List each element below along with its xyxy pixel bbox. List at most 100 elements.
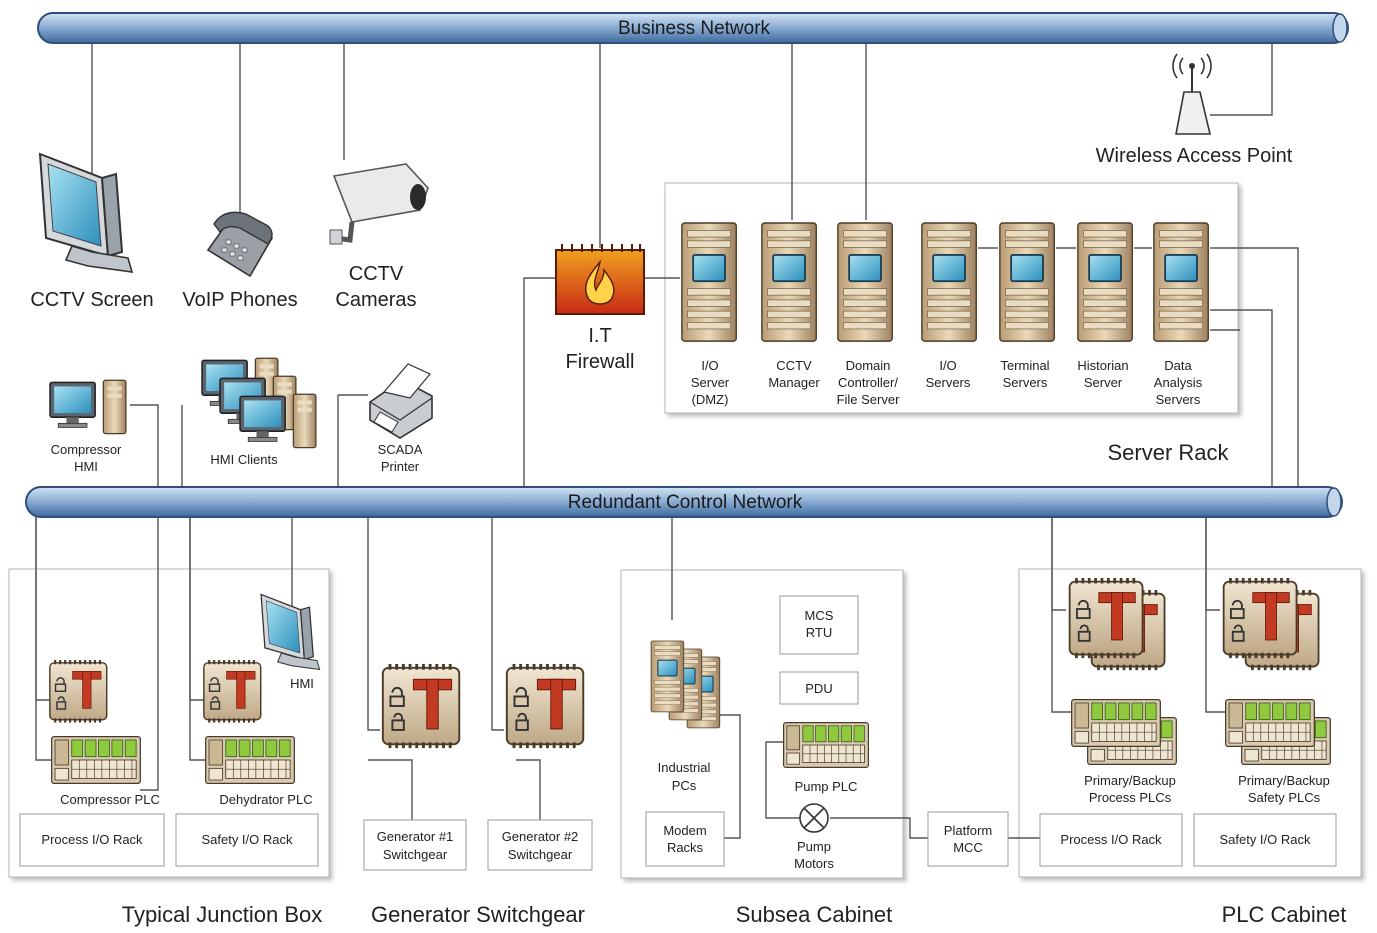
cctv-cameras-label-line1: CCTV (349, 263, 404, 285)
plc-process-io-label: Process I/O Rack (1060, 832, 1162, 847)
compressor-hmi-label-line2: HMI (74, 459, 98, 474)
plc-cabinet-title: PLC Cabinet (1222, 902, 1347, 927)
platform-mcc: Platform MCC (927, 811, 1009, 867)
modem-racks-label-line2: Racks (667, 840, 704, 855)
mcs-rtu-label-line2: RTU (806, 625, 832, 640)
wireless-access-point-label: Wireless Access Point (1096, 145, 1293, 167)
safety-plcs-label-line1: Primary/Backup (1238, 773, 1330, 788)
server-3-label-line3: File Server (837, 392, 901, 407)
server-3-label-line2: Controller/ (838, 375, 898, 390)
mcs-rtu-box (779, 595, 859, 655)
hmi-clients-label: HMI Clients (210, 452, 278, 467)
modem-racks-box (645, 811, 725, 867)
server-7-label-line2: Analysis (1154, 375, 1203, 390)
process-plcs-label-line2: Process PLCs (1089, 790, 1172, 805)
server-1-label-line1: I/O (701, 358, 718, 373)
server-tower-icon (998, 221, 1056, 343)
voip-phones-label: VoIP Phones (182, 289, 297, 311)
generator-1-label-line1: Generator #1 (377, 829, 454, 844)
safety-controller-pair-icon (1222, 578, 1320, 672)
server-tower-icon (836, 221, 894, 343)
antenna-icon (1172, 53, 1212, 135)
firewall-icon (555, 244, 645, 315)
scada-printer: SCADA Printer (369, 363, 433, 474)
industrial-pcs-label-line2: PCs (672, 778, 697, 793)
server-tower-icon (920, 221, 978, 343)
server-2-label-line1: CCTV (776, 358, 812, 373)
subsea-cabinet-title: Subsea Cabinet (736, 902, 893, 927)
pump-plc-rack-icon (782, 721, 870, 769)
generator-2-label-line2: Switchgear (508, 847, 573, 862)
pump-motors-label-line1: Pump (797, 839, 831, 854)
server-6-label-line2: Server (1084, 375, 1123, 390)
server-5-label-line2: Servers (1003, 375, 1048, 390)
plc-safety-io-rack-box (1193, 813, 1337, 867)
server-6-label-line1: Historian (1077, 358, 1128, 373)
junction-safety-io-label: Safety I/O Rack (201, 832, 293, 847)
server-tower-icon (680, 221, 738, 343)
control-network-label: Redundant Control Network (568, 492, 803, 513)
mcs-rtu-label-line1: MCS (805, 608, 834, 623)
safety-io-rack-box (175, 813, 319, 867)
server-tower-icon (1152, 221, 1210, 343)
generator-1-label-line2: Switchgear (383, 847, 448, 862)
junction-hmi-label: HMI (290, 676, 314, 691)
generator-switchgear-title: Generator Switchgear (371, 902, 585, 927)
process-io-rack-box (19, 813, 165, 867)
firewall-label-line1: I.T (588, 325, 611, 347)
process-plcs-label-line1: Primary/Backup (1084, 773, 1176, 788)
dehydrator-controller-icon (203, 660, 262, 724)
desktop-pc-group-icon (201, 357, 317, 449)
wireless-access-point: Wireless Access Point (1096, 53, 1293, 167)
business-network-bus: Business Network (37, 12, 1349, 44)
generator-switchgear: Generator #1 Switchgear Generator #2 Swi… (363, 664, 593, 871)
redundant-control-network-bus: Redundant Control Network (25, 486, 1343, 518)
compressor-hmi-label-line1: Compressor (51, 442, 122, 457)
generator-2-controller-icon (505, 664, 585, 750)
modem-racks-label-line1: Modem (663, 823, 706, 838)
process-controller-pair-icon (1068, 578, 1166, 672)
server-3-label-line1: Domain (846, 358, 891, 373)
server-rack-title: Server Rack (1107, 440, 1229, 465)
pdu-label: PDU (805, 681, 832, 696)
plc-cabinet: Primary/Backup Process PLCs Primary/Back… (1039, 578, 1337, 867)
compressor-hmi: Compressor HMI (49, 379, 127, 474)
server-tower-icon (760, 221, 818, 343)
plc-process-io-rack-box (1039, 813, 1183, 867)
generator-1-box (363, 819, 467, 871)
pdu-box (779, 671, 859, 705)
junction-process-io-label: Process I/O Rack (41, 832, 143, 847)
scada-printer-label-line1: SCADA (378, 442, 423, 457)
server-2: CCTV Manager (760, 221, 820, 390)
printer-icon (369, 363, 433, 439)
server-tower-icon (1076, 221, 1134, 343)
server-5-label-line1: Terminal (1000, 358, 1049, 373)
server-4-label-line2: Servers (926, 375, 971, 390)
platform-mcc-label-line1: Platform (944, 823, 992, 838)
hmi-clients: HMI Clients (201, 357, 317, 467)
industrial-pcs-label-line1: Industrial (658, 760, 711, 775)
compressor-plc-rack-icon (51, 735, 141, 785)
cctv-screen-label: CCTV Screen (30, 289, 153, 311)
generator-2-label-line1: Generator #2 (502, 829, 579, 844)
pump-motor-icon (799, 803, 829, 833)
safety-plc-rack-pair-icon (1224, 698, 1332, 766)
platform-mcc-label-line2: MCC (953, 840, 983, 855)
junction-box-title: Typical Junction Box (122, 902, 323, 927)
it-firewall: I.T Firewall (555, 244, 645, 373)
generator-1-controller-icon (381, 664, 461, 750)
camera-icon (329, 163, 429, 245)
pump-motors-label-line2: Motors (794, 856, 834, 871)
server-7-label-line1: Data (1164, 358, 1192, 373)
connection-wires (35, 42, 1299, 839)
server-2-label-line2: Manager (768, 375, 820, 390)
firewall-label-line2: Firewall (566, 351, 635, 373)
server-1-label-line2: Server (691, 375, 730, 390)
compressor-plc-label: Compressor PLC (60, 792, 160, 807)
phone-icon (206, 211, 274, 278)
